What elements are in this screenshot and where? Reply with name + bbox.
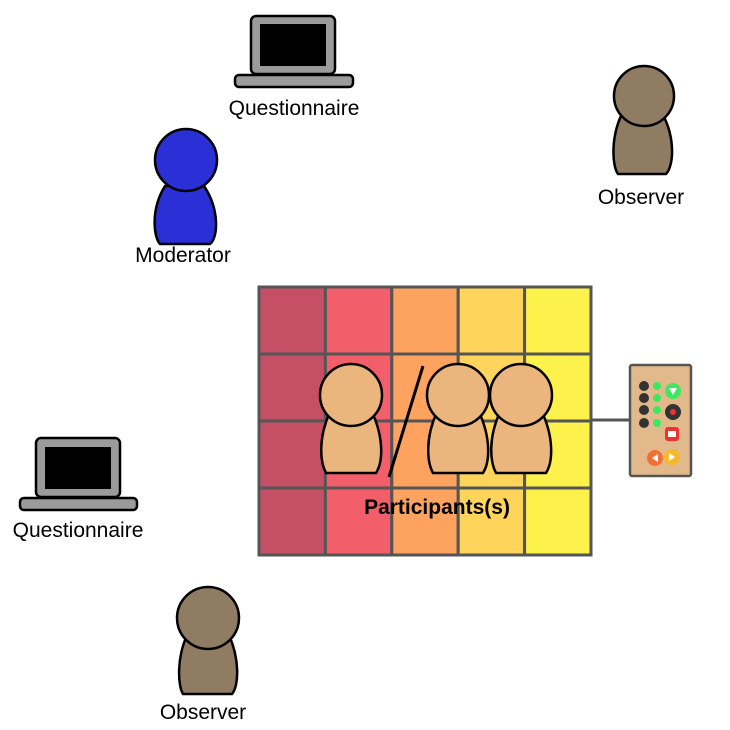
observer-label-top: Observer (598, 186, 684, 209)
observer-label-bottom: Observer (160, 701, 246, 724)
grid-cell (323, 486, 394, 557)
grid-cell (390, 285, 460, 356)
participant-person-icon-3 (488, 362, 554, 475)
participant-person-icon-2 (425, 362, 491, 475)
remote-control-icon (628, 363, 693, 478)
grid-cell (257, 486, 327, 557)
grid-cell (323, 285, 394, 356)
divider-slash (387, 365, 425, 478)
grid-cell (257, 285, 327, 356)
questionnaire-label-top: Questionnaire (229, 97, 360, 120)
laptop-icon-left (18, 436, 139, 512)
questionnaire-label-left: Questionnaire (13, 519, 144, 542)
participant-person-icon-1 (318, 362, 384, 475)
grid-cell (257, 419, 327, 490)
grid-cell (523, 285, 593, 356)
moderator-person-icon (153, 127, 219, 246)
moderator-label: Moderator (135, 244, 231, 267)
grid-cell (257, 352, 327, 423)
laptop-icon-top (233, 14, 355, 89)
observer-person-icon-bottom (175, 585, 241, 696)
observer-person-icon-top (612, 64, 676, 176)
grid-cell (456, 285, 527, 356)
grid-cell (390, 486, 460, 557)
participants-label: Participants(s) (364, 496, 510, 519)
grid-cell (523, 486, 593, 557)
grid-cell (456, 486, 527, 557)
